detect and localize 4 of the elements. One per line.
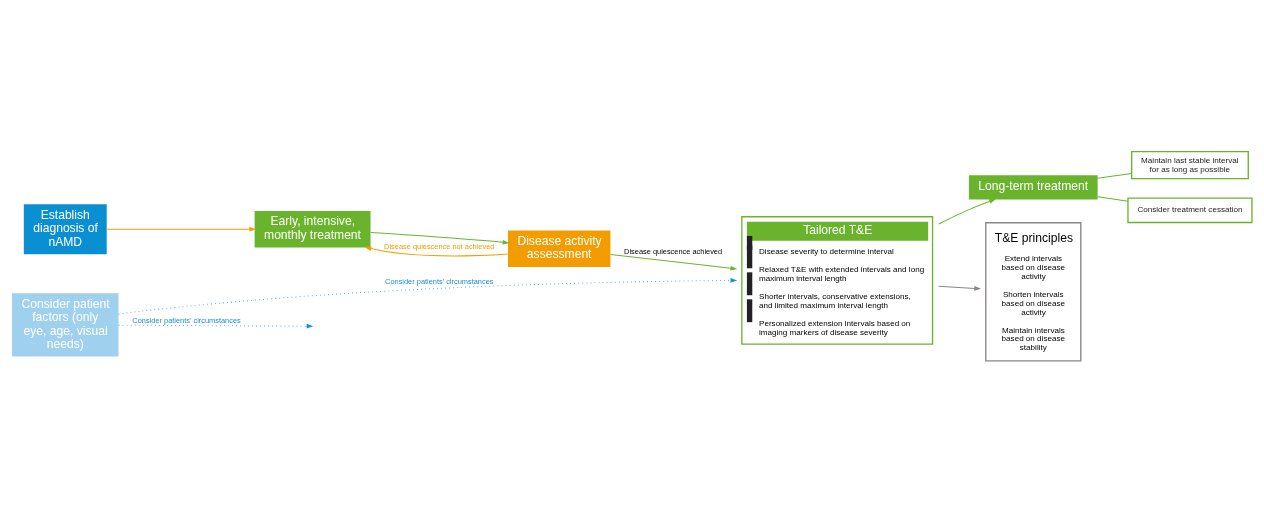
edge-label: Consider patients’ circumstances (132, 315, 241, 325)
edge-label: Consider patients’ circumstances (385, 276, 494, 286)
edge-label: Disease quiescence achieved (624, 246, 723, 256)
edge-label: Disease quiescence not achieved (384, 241, 495, 251)
